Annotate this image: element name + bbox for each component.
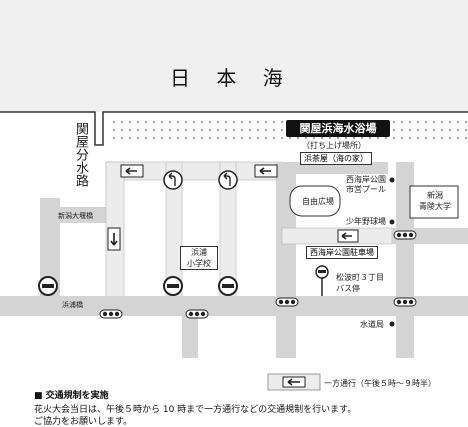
bus-stop-sign <box>315 265 329 296</box>
road-bridge-upper <box>40 207 108 223</box>
park-label: 西海岸公園 <box>346 175 386 184</box>
plaza-label: 自由広場 <box>302 197 334 206</box>
beach-label: 関屋浜海水浴場 <box>286 120 390 137</box>
notice-line-1: 花火大会当日は、午後５時から 10 時まで一方通行などの交通規制を行います。 <box>34 405 357 415</box>
traffic-light <box>393 297 417 307</box>
waterworks-dot <box>389 321 395 327</box>
traffic-light <box>275 297 299 307</box>
ballpark-dot <box>389 219 395 225</box>
beach-sub-label: （打ち上げ場所） <box>302 141 366 150</box>
traffic-light <box>393 230 417 240</box>
bridge-upper-label: 新潟大堰橋 <box>58 212 93 220</box>
road-beach-front <box>276 162 388 174</box>
ballpark-label: 少年野球場 <box>346 217 386 226</box>
park-dot <box>389 177 395 183</box>
busstop-name-label: 松波町３丁目 <box>336 273 384 282</box>
no-entry-signs <box>38 276 238 296</box>
school-label: 浜浦 小学校 <box>180 246 218 270</box>
left-turn-sign-2 <box>218 170 238 190</box>
oneway-signs <box>107 164 359 251</box>
road-vertical-label: 関屋分水路 <box>73 122 88 187</box>
traffic-light <box>99 309 123 319</box>
notice-line-2: ご協力をお願いします。 <box>34 417 133 427</box>
traffic-lights <box>99 230 417 319</box>
road-south-stub <box>182 316 198 358</box>
univ-block <box>409 185 459 219</box>
beach-house-label: 浜茶屋（海の家） <box>300 152 372 165</box>
legend-label: 一方通行（午後５時～９時半） <box>324 379 436 388</box>
sea-area <box>0 0 468 112</box>
univ-label: 新潟 青陵大学 <box>419 191 451 211</box>
waterworks-label: 水道局 <box>360 320 384 329</box>
road-oneway-parking <box>281 227 393 245</box>
coastline <box>0 111 468 146</box>
left-turn-sign-1 <box>163 170 183 190</box>
turn-signs <box>163 170 238 190</box>
traffic-light <box>185 309 209 319</box>
parking-label: 西海岸公園駐車場 <box>306 246 378 259</box>
plaza-block <box>289 185 341 217</box>
road-network <box>0 161 468 358</box>
busstop-sub-label: バス停 <box>336 284 360 293</box>
bridge-lower-label: 浜浦橋 <box>62 301 83 309</box>
notice-heading: ■ 交通規制を実施 <box>34 391 109 401</box>
sea-label: 日 本 海 <box>170 66 293 90</box>
pool-label: 市営プール <box>346 185 386 194</box>
